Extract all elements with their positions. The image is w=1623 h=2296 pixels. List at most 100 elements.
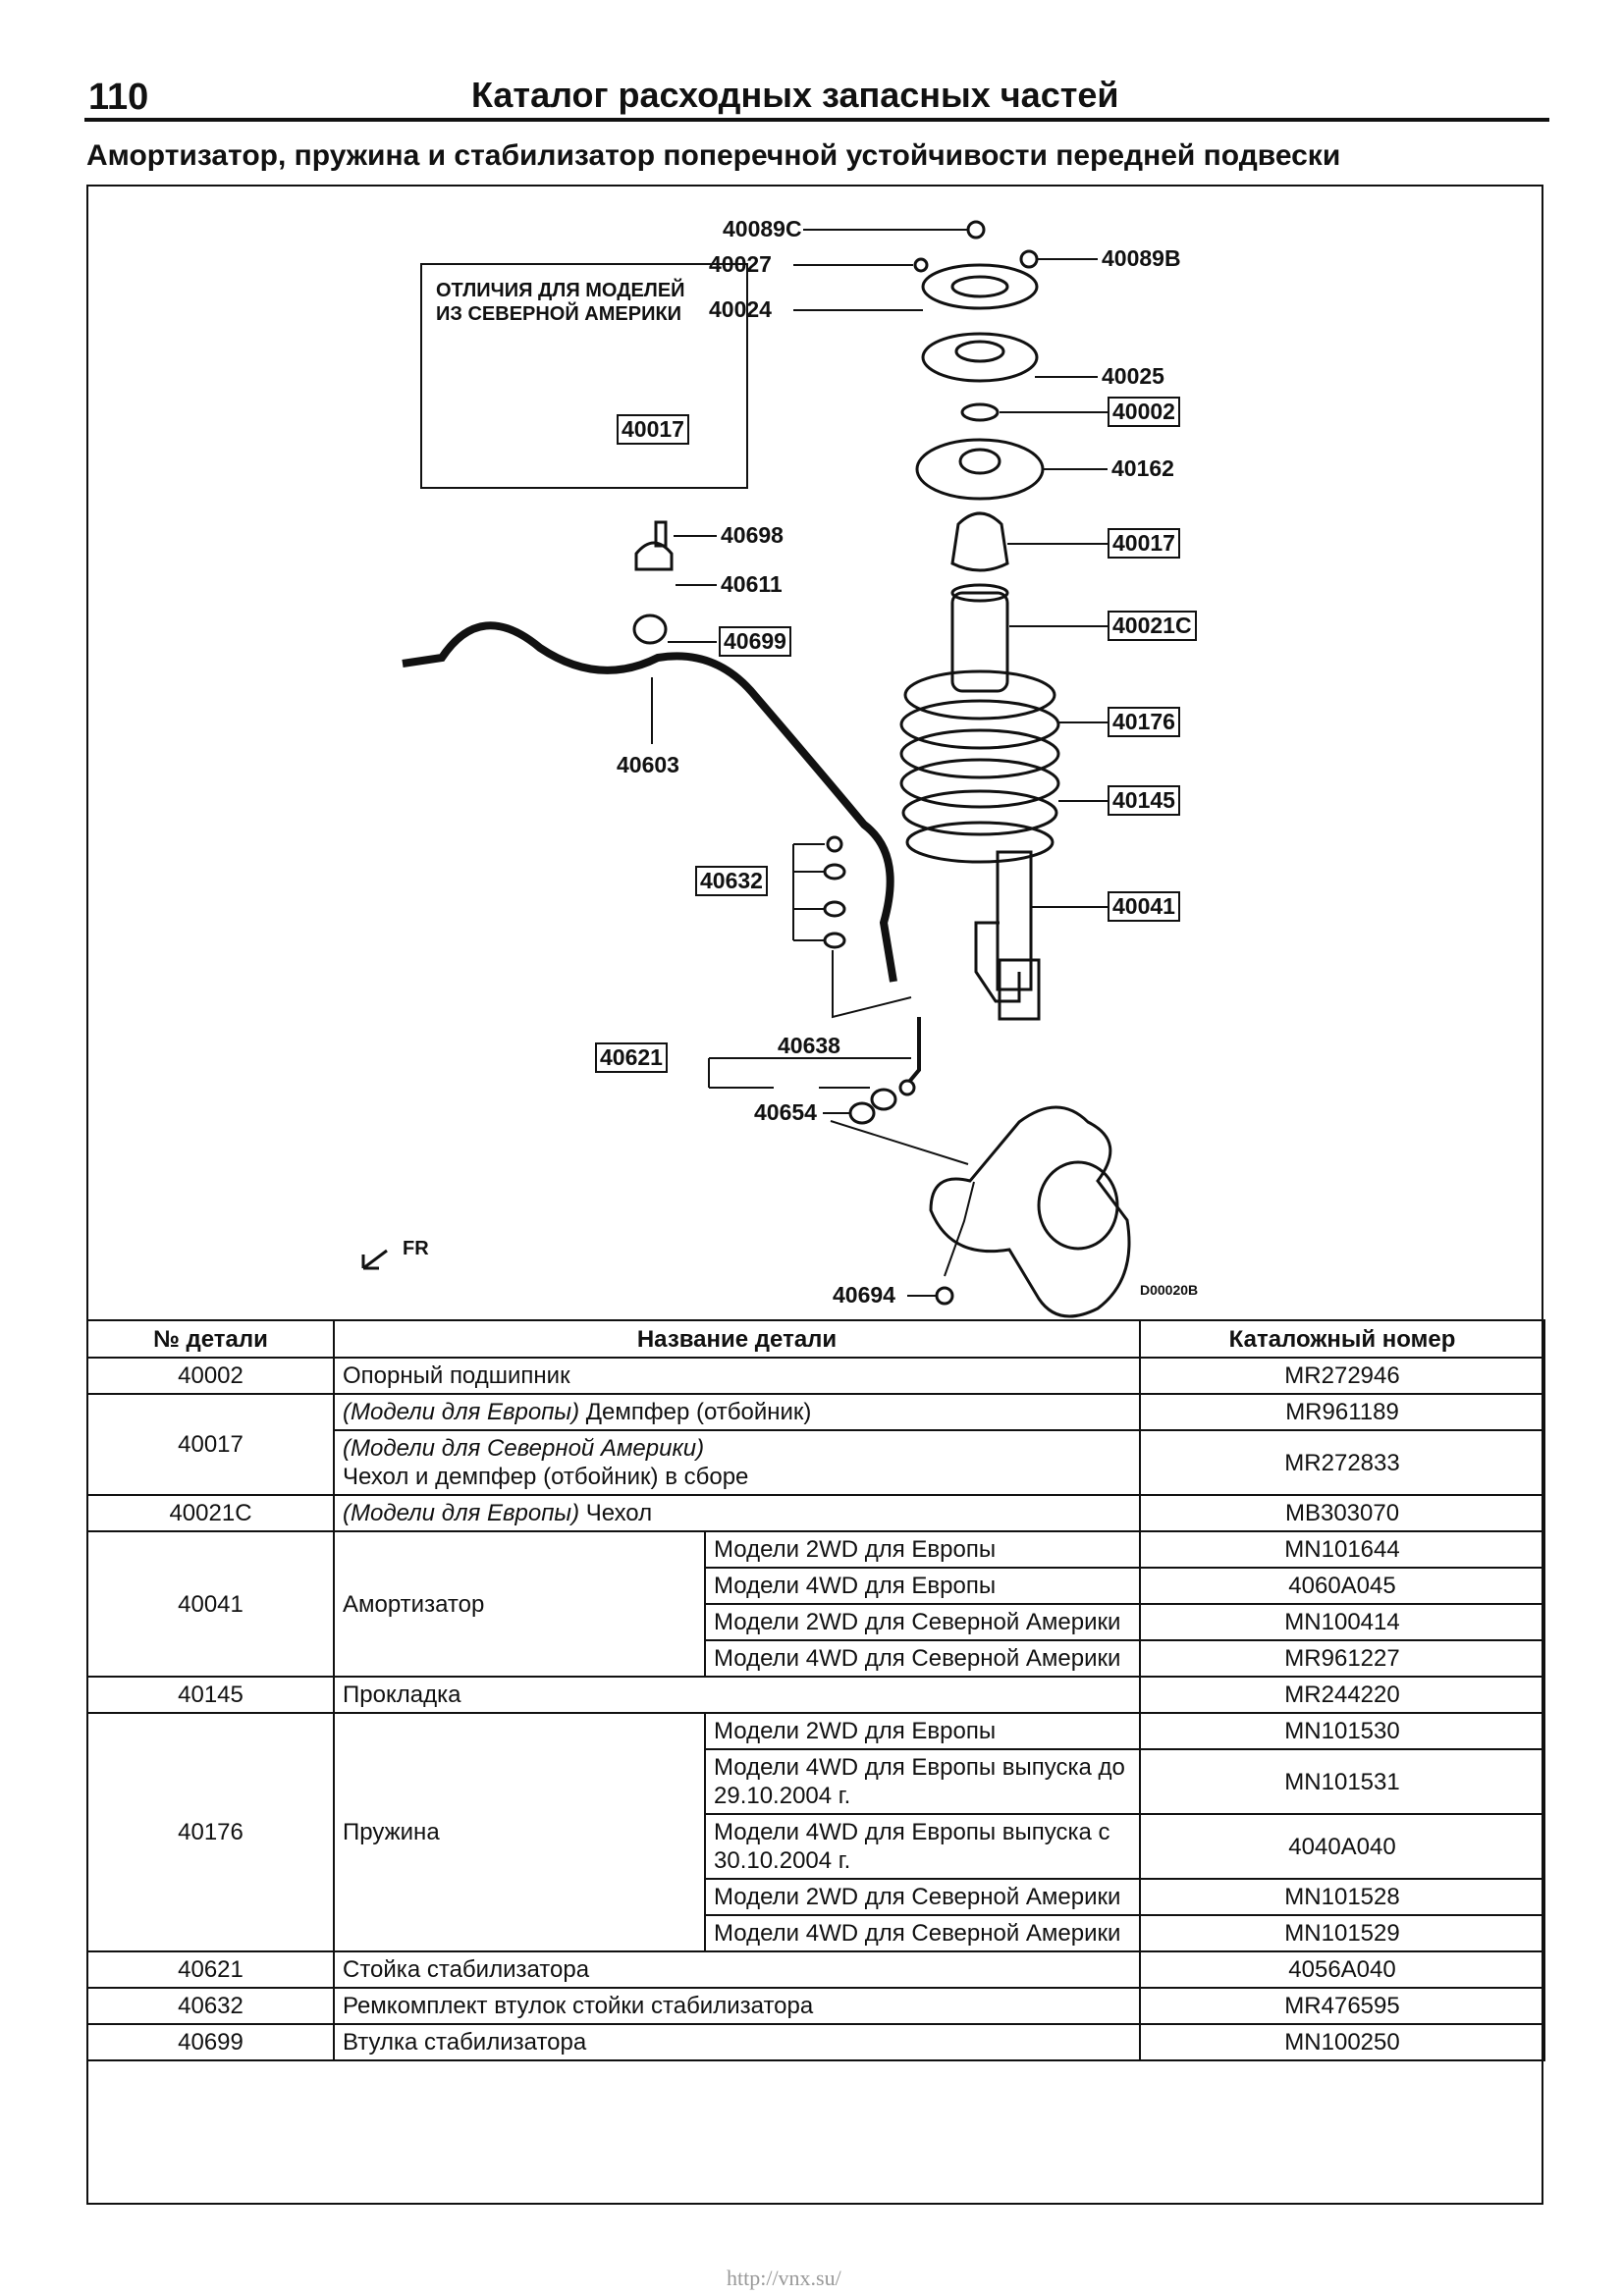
part-name-text: Демпфер (отбойник)	[585, 1399, 812, 1425]
section-title: Амортизатор, пружина и стабилизатор попе…	[86, 139, 1341, 172]
table-row: (Модели для Северной Америки)Чехол и дем…	[87, 1429, 1546, 1496]
catalog-number: MN101528	[1139, 1878, 1546, 1916]
catalog-number: MR961189	[1139, 1393, 1546, 1431]
north-america-inset: ОТЛИЧИЯ ДЛЯ МОДЕЛЕЙ ИЗ СЕВЕРНОЙ АМЕРИКИ …	[420, 263, 748, 489]
label-40145: 40145	[1108, 785, 1180, 816]
catalog-number: MN101644	[1139, 1530, 1546, 1569]
label-40176: 40176	[1108, 707, 1180, 737]
part-name: Амортизатор	[333, 1530, 706, 1678]
table-row: 40621 Стойка стабилизатора 4056A040	[86, 1950, 1546, 1989]
table-row: 40176 Пружина Модели 2WD для Европы MN10…	[86, 1712, 1546, 1952]
catalog-number: MN101530	[1139, 1712, 1546, 1750]
label-40162: 40162	[1111, 455, 1174, 481]
label-40024: 40024	[709, 296, 772, 322]
label-40699: 40699	[719, 626, 791, 657]
catalog-number: MN100414	[1139, 1603, 1546, 1641]
label-40621: 40621	[595, 1042, 668, 1073]
label-40654: 40654	[754, 1099, 817, 1125]
model-variant: Модели 2WD для Европы	[703, 1530, 1142, 1569]
model-note: (Модели для Европы)	[343, 1500, 580, 1526]
catalog-title: Каталог расходных запасных частей	[471, 75, 1119, 115]
label-40694: 40694	[833, 1282, 895, 1308]
catalog-number: MN101531	[1139, 1748, 1546, 1815]
label-40611: 40611	[721, 571, 783, 597]
part-number: 40621	[86, 1950, 335, 1989]
header-catalog-number: Каталожный номер	[1139, 1319, 1546, 1359]
part-name: Втулка стабилизатора	[332, 2023, 1142, 2061]
catalog-number: MN100250	[1139, 2023, 1546, 2061]
inset-part-label: 40017	[617, 414, 689, 445]
watermark-url: http://vnx.su/	[727, 2266, 841, 2290]
table-row: 40002 Опорный подшипник MR272946	[86, 1357, 1546, 1395]
header-part-number: № детали	[86, 1319, 335, 1359]
catalog-number: MR272833	[1139, 1429, 1546, 1496]
label-40017: 40017	[1108, 528, 1180, 559]
part-number: 40699	[86, 2023, 335, 2061]
model-variant: Модели 2WD для Северной Америки	[703, 1878, 1142, 1916]
label-40632: 40632	[695, 866, 768, 896]
catalog-number: MB303070	[1139, 1494, 1546, 1532]
front-direction-label: FR	[403, 1238, 429, 1259]
label-40002: 40002	[1108, 397, 1180, 427]
model-variant: Модели 4WD для Северной Америки	[703, 1639, 1142, 1678]
header-rule	[84, 118, 1549, 122]
catalog-number: 4060A045	[1139, 1567, 1546, 1605]
suspension-drawing	[361, 220, 1131, 1318]
table-row: 40699 Втулка стабилизатора MN100250	[86, 2023, 1546, 2061]
part-number: 40176	[86, 1712, 335, 1952]
label-40089b: 40089B	[1102, 245, 1181, 271]
model-variant: Модели 4WD для Европы	[703, 1567, 1142, 1605]
table-row: Модели 2WD для Северной Америки MN101528	[87, 1878, 1546, 1916]
content-frame	[86, 185, 1543, 2205]
table-row: Модели 4WD для Европы 4060A045	[87, 1567, 1546, 1605]
part-name: (Модели для Европы) Демпфер (отбойник)	[332, 1393, 1142, 1431]
label-40041: 40041	[1108, 891, 1180, 922]
label-40603: 40603	[617, 752, 679, 777]
inset-title-line2: ИЗ СЕВЕРНОЙ АМЕРИКИ	[436, 303, 682, 325]
label-40089c: 40089C	[723, 216, 802, 241]
part-name: (Модели для Европы) Чехол	[332, 1494, 1142, 1532]
part-name: (Модели для Северной Америки)Чехол и дем…	[332, 1429, 1142, 1496]
label-40025: 40025	[1102, 363, 1164, 389]
model-variant: Модели 4WD для Европы выпуска до 29.10.2…	[703, 1748, 1142, 1815]
page-number: 110	[88, 77, 149, 118]
part-name-text: Чехол	[585, 1500, 653, 1526]
model-variant: Модели 2WD для Северной Америки	[703, 1603, 1142, 1641]
table-row: 40021C (Модели для Европы) Чехол MB30307…	[86, 1494, 1546, 1532]
part-number: 40002	[86, 1357, 335, 1395]
part-name: Опорный подшипник	[332, 1357, 1142, 1395]
table-row: 40041 Амортизатор Модели 2WD для Европы …	[86, 1530, 1546, 1678]
part-name: Пружина	[333, 1712, 706, 1952]
table-row: Модели 4WD для Северной Америки MN101529	[87, 1914, 1546, 1952]
catalog-number: MR244220	[1139, 1676, 1546, 1714]
catalog-number: MR476595	[1139, 1987, 1546, 2025]
catalog-number: MN101529	[1139, 1914, 1546, 1952]
catalog-number: MR961227	[1139, 1639, 1546, 1678]
part-name: Ремкомплект втулок стойки стабилизатора	[332, 1987, 1142, 2025]
table-row: 40145 Прокладка MR244220	[86, 1676, 1546, 1714]
table-row: Модели 2WD для Северной Америки MN100414	[87, 1603, 1546, 1641]
parts-diagram: ОТЛИЧИЯ ДЛЯ МОДЕЛЕЙ ИЗ СЕВЕРНОЙ АМЕРИКИ …	[86, 185, 1543, 1319]
model-variant: Модели 4WD для Европы выпуска с 30.10.20…	[703, 1813, 1142, 1880]
part-number: 40041	[86, 1530, 335, 1678]
part-number: 40632	[86, 1987, 335, 2025]
catalog-number: MR272946	[1139, 1357, 1546, 1395]
model-variant: Модели 2WD для Европы	[703, 1712, 1142, 1750]
model-variant: Модели 4WD для Северной Америки	[703, 1914, 1142, 1952]
inset-title: ОТЛИЧИЯ ДЛЯ МОДЕЛЕЙ ИЗ СЕВЕРНОЙ АМЕРИКИ	[436, 279, 685, 326]
model-note: (Модели для Европы)	[343, 1399, 580, 1425]
table-row: Модели 4WD для Северной Америки MR961227	[87, 1639, 1546, 1678]
label-40027: 40027	[709, 251, 772, 277]
part-number: 40017	[86, 1393, 335, 1496]
table-row: Модели 4WD для Европы выпуска с 30.10.20…	[87, 1813, 1546, 1880]
header-part-name: Название детали	[332, 1319, 1142, 1359]
part-name: Прокладка	[332, 1676, 1142, 1714]
label-40021c: 40021C	[1108, 611, 1197, 641]
table-header-row: № детали Название детали Каталожный номе…	[86, 1319, 1546, 1359]
drawing-code: D00020B	[1140, 1282, 1199, 1298]
label-40638: 40638	[778, 1033, 840, 1058]
part-number: 40021C	[86, 1494, 335, 1532]
inset-title-line1: ОТЛИЧИЯ ДЛЯ МОДЕЛЕЙ	[436, 280, 685, 301]
part-name-text: Чехол и демпфер (отбойник) в сборе	[343, 1464, 749, 1490]
table-row: 40017 (Модели для Европы) Демпфер (отбой…	[86, 1393, 1546, 1496]
